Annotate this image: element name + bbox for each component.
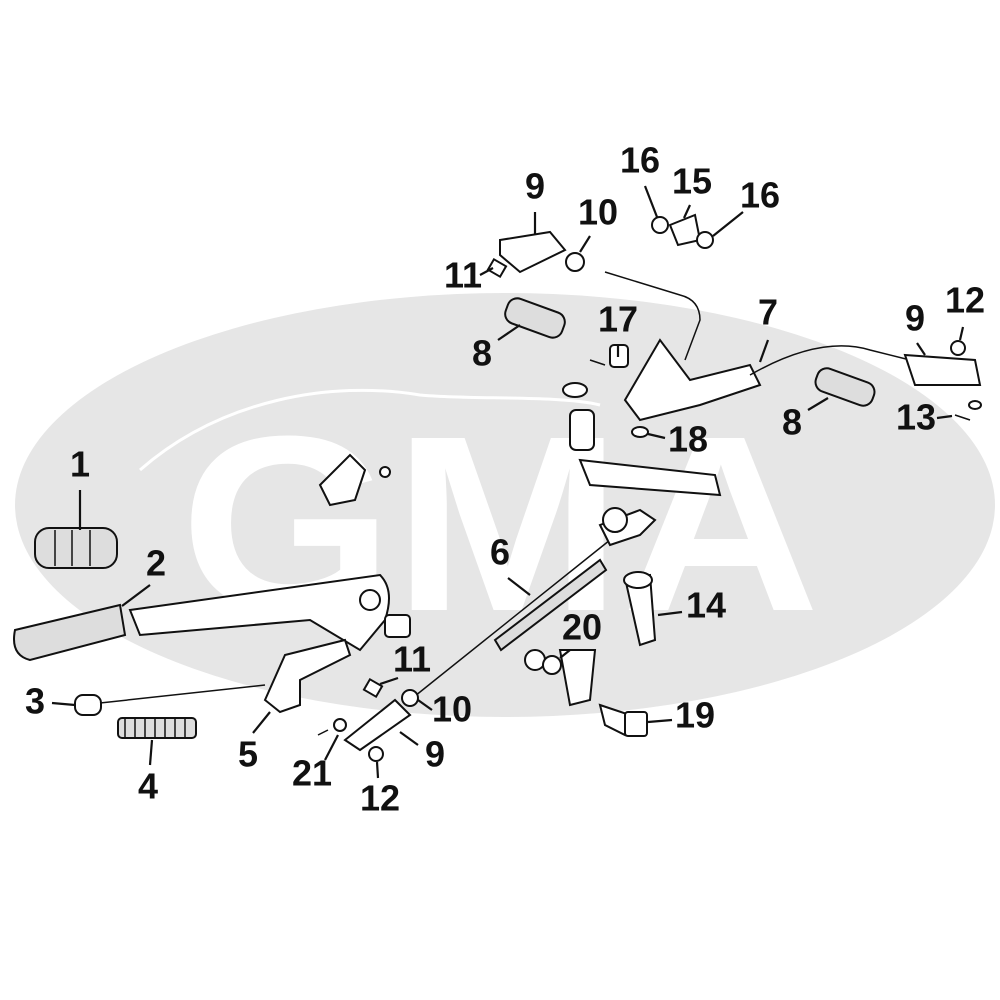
callout-18: 18: [668, 419, 708, 460]
callout-8: 8: [782, 402, 802, 443]
pin-12: [368, 340, 966, 762]
callout-12: 12: [945, 280, 985, 321]
callout-10: 10: [578, 192, 618, 233]
bolt-19: [598, 703, 648, 737]
return-spring-8: [504, 297, 876, 407]
callout-11: 11: [393, 639, 431, 680]
callout-2: 2: [146, 543, 166, 584]
callout-9: 9: [425, 734, 445, 775]
watermark-logo: GMA: [15, 293, 995, 717]
callout-14: 14: [686, 585, 726, 626]
callout-16: 16: [740, 175, 780, 216]
callout-8: 8: [472, 333, 492, 374]
pivot-pin-14: [623, 571, 657, 647]
callout-16: 16: [620, 140, 660, 181]
callout-6: 6: [490, 532, 510, 573]
washer-21: [317, 718, 347, 736]
hand-grip-1: [34, 527, 118, 569]
callout-9: 9: [525, 166, 545, 207]
callout-11: 11: [444, 255, 482, 296]
release-button-rod-3: [74, 684, 266, 716]
callout-15: 15: [672, 161, 712, 202]
callout-9: 9: [905, 298, 925, 339]
handbrake-lever-2: [13, 573, 411, 662]
nut-washer-20: [524, 649, 597, 707]
callout-4: 4: [138, 766, 158, 807]
callout-12: 12: [360, 778, 400, 819]
callout-13: 13: [896, 397, 936, 438]
spring-4: [117, 717, 197, 739]
split-pin-13: [954, 400, 982, 421]
washer-18: [562, 382, 722, 497]
callout-19: 19: [675, 695, 715, 736]
compensator-lever-7: [604, 271, 911, 422]
callout-10: 10: [432, 689, 472, 730]
callout-7: 7: [758, 292, 778, 333]
bracket-small: [318, 453, 391, 507]
brake-cable-6: [409, 507, 657, 701]
callout-labels: 1 2 3 4 5 6 7 8 8 9 9 9 10 10 11 11 12 1…: [25, 140, 985, 819]
callout-17: 17: [598, 299, 638, 340]
callout-20: 20: [562, 607, 602, 648]
nut-16: [651, 216, 714, 249]
callout-5: 5: [238, 734, 258, 775]
nut-10: [401, 252, 585, 707]
link-15: [668, 213, 702, 247]
callout-21: 21: [292, 753, 332, 794]
leader-lines: [51, 185, 965, 779]
callout-1: 1: [70, 444, 90, 485]
washer-11: [362, 257, 508, 699]
clevis-9: [343, 230, 982, 752]
callout-3: 3: [25, 681, 45, 722]
ratchet-pawl-5: [263, 638, 352, 714]
